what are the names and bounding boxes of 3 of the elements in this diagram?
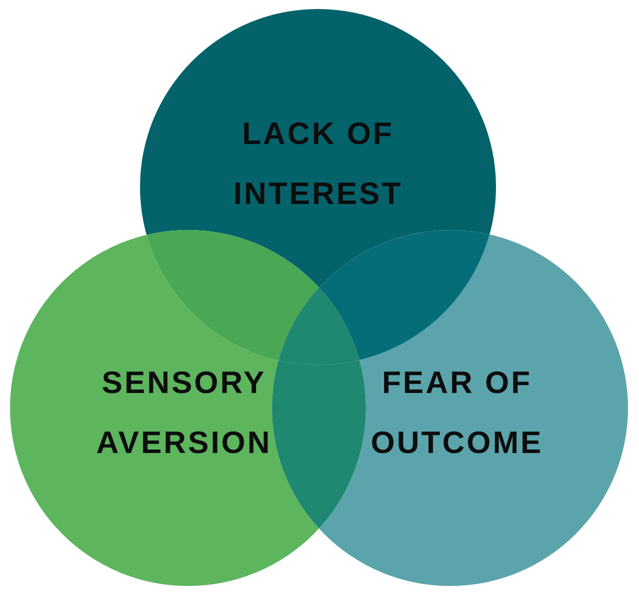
- circle-label: SENSORY AVERSION: [95, 364, 273, 462]
- circle-label: LACK OF INTEREST: [232, 115, 404, 213]
- circle-label: FEAR OF OUTCOME: [370, 364, 544, 462]
